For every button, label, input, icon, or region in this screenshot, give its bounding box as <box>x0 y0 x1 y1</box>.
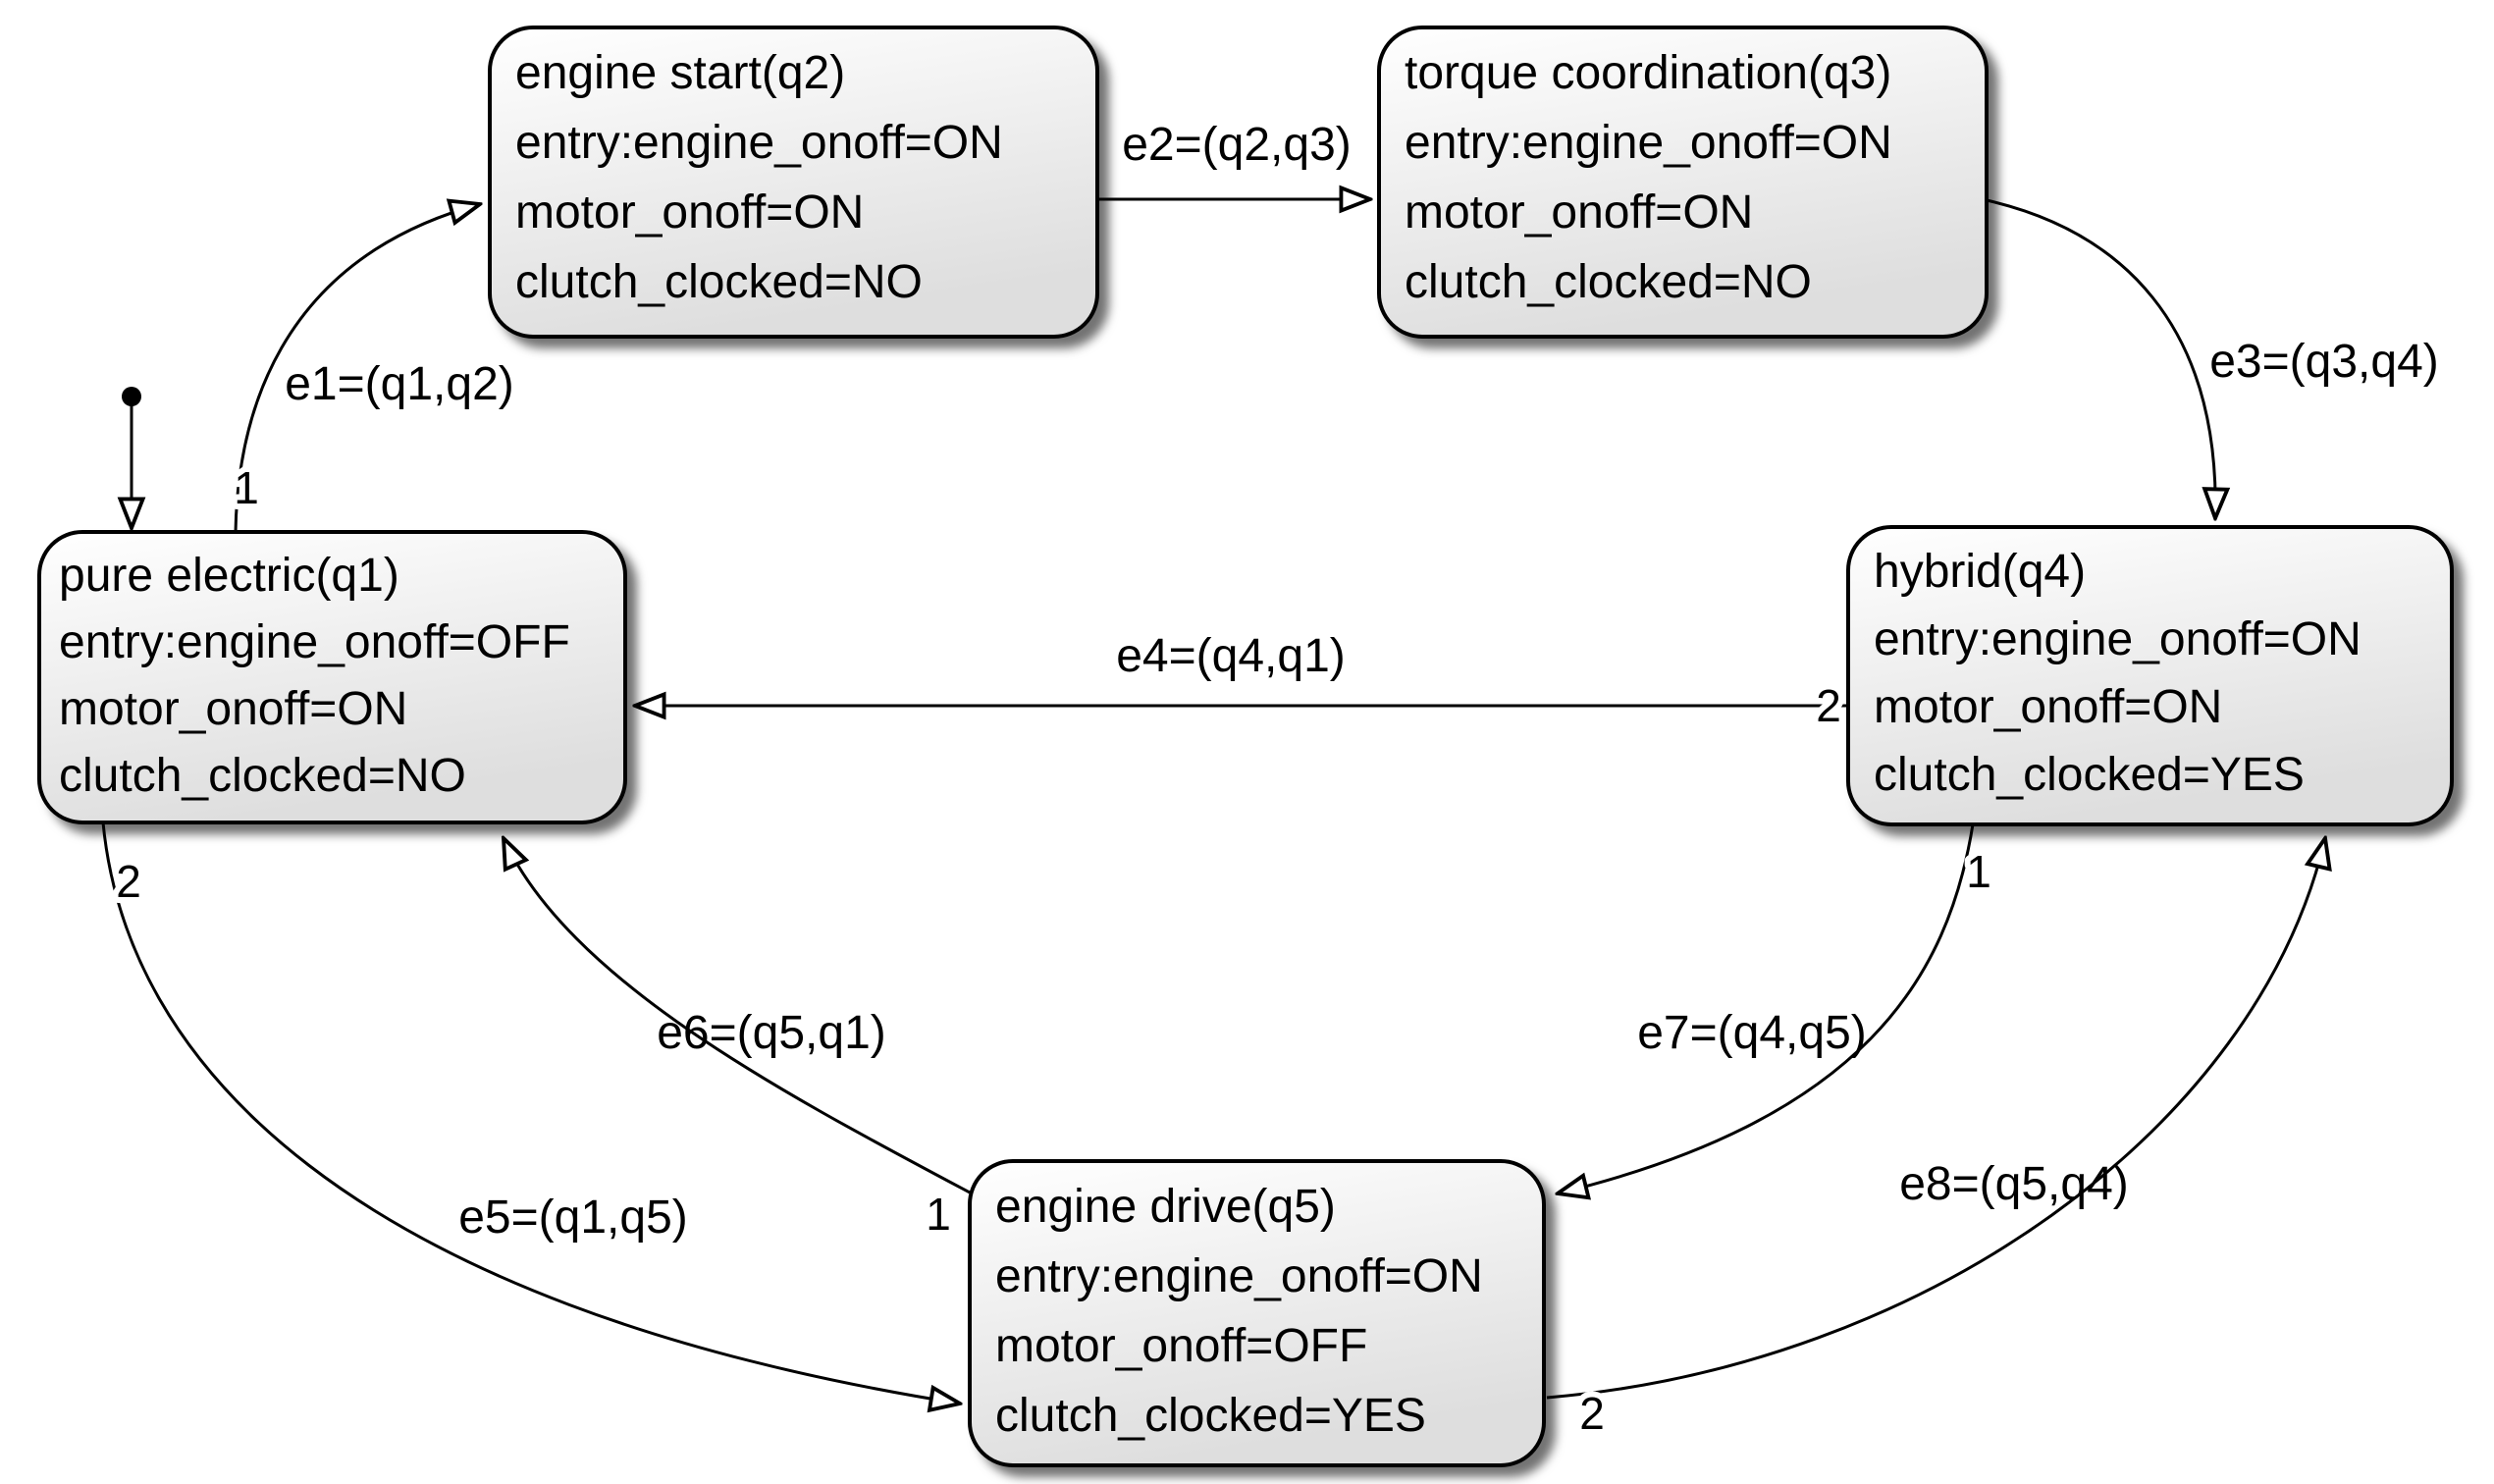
state-q2-box <box>488 26 1099 339</box>
transition-e1-source-number: 1 <box>234 462 259 513</box>
transition-e7-label: e7=(q4,q5) <box>1637 1007 1867 1059</box>
transition-e5-source-number: 2 <box>116 856 141 907</box>
transition-e2-label: e2=(q2,q3) <box>1122 119 1352 171</box>
state-q5-title: engine drive(q5) <box>995 1181 1336 1233</box>
transition-e6-label: e6=(q5,q1) <box>657 1007 886 1059</box>
state-q1-clutch-line: clutch_clocked=NO <box>59 750 466 802</box>
state-q3-entry-line: entry:engine_onoff=ON <box>1405 117 1892 169</box>
state-q3-motor-line: motor_onoff=ON <box>1405 186 1753 238</box>
state-q5-motor-line: motor_onoff=OFF <box>995 1320 1367 1372</box>
state-q1-entry-line: entry:engine_onoff=OFF <box>59 616 570 668</box>
state-q2-motor-line: motor_onoff=ON <box>515 186 864 238</box>
state-q2-clutch-line: clutch_clocked=NO <box>515 256 923 308</box>
state-q3-box <box>1377 26 1989 339</box>
state-q1-title: pure electric(q1) <box>59 550 399 602</box>
state-q5: engine drive(q5) entry:engine_onoff=ON m… <box>968 1159 1546 1467</box>
state-q5-clutch-line: clutch_clocked=YES <box>995 1390 1426 1442</box>
state-q3-clutch-line: clutch_clocked=NO <box>1405 256 1812 308</box>
state-q1: pure electric(q1) entry:engine_onoff=OFF… <box>37 530 627 824</box>
state-q4-clutch-line: clutch_clocked=YES <box>1874 749 2305 801</box>
state-q1-box <box>37 530 627 824</box>
transition-e5-label: e5=(q1,q5) <box>458 1192 688 1244</box>
state-q4: hybrid(q4) entry:engine_onoff=ON motor_o… <box>1846 525 2454 826</box>
initial-state-dot <box>122 387 141 406</box>
transition-e7-path <box>1558 823 1975 1193</box>
state-q2-title: engine start(q2) <box>515 47 845 99</box>
transition-e6-path <box>504 838 971 1194</box>
transition-e3-label: e3=(q3,q4) <box>2209 336 2439 388</box>
transition-e6-source-number: 1 <box>926 1189 951 1240</box>
transition-e8-label: e8=(q5,q4) <box>1899 1158 2129 1210</box>
state-q1-motor-line: motor_onoff=ON <box>59 683 407 735</box>
state-q4-motor-line: motor_onoff=ON <box>1874 681 2222 733</box>
transition-e8-path <box>1546 838 2325 1400</box>
transition-e8-source-number: 2 <box>1579 1388 1605 1439</box>
state-q2: engine start(q2) entry:engine_onoff=ON m… <box>488 26 1099 339</box>
transition-e1-path <box>234 204 480 533</box>
state-q5-entry-line: entry:engine_onoff=ON <box>995 1250 1483 1302</box>
state-q4-title: hybrid(q4) <box>1874 546 2086 598</box>
transition-e3-path <box>1986 198 2215 518</box>
state-q2-entry-line: entry:engine_onoff=ON <box>515 117 1003 169</box>
state-q3: torque coordination(q3) entry:engine_ono… <box>1377 26 1989 339</box>
transition-e4-label: e4=(q4,q1) <box>1116 630 1346 682</box>
transition-e7-source-number: 1 <box>1966 846 1991 897</box>
transition-e5-path <box>101 822 960 1404</box>
state-q3-title: torque coordination(q3) <box>1405 47 1891 99</box>
transition-e4-source-number: 2 <box>1816 680 1841 731</box>
state-q4-entry-line: entry:engine_onoff=ON <box>1874 613 2361 665</box>
transition-e1-label: e1=(q1,q2) <box>285 358 514 410</box>
state-q4-box <box>1846 525 2454 826</box>
initial-transition <box>122 387 141 528</box>
state-q5-box <box>968 1159 1546 1467</box>
